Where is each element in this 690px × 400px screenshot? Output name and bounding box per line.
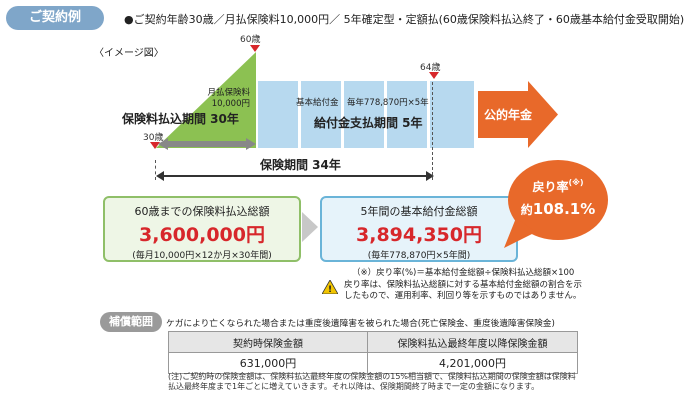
age-60-label: 60歳 [240, 35, 261, 45]
contract-conditions: ●ご契約年齢30歳／月払保険料10,000円／ 5年確定型・定額払(60歳保険料… [124, 13, 685, 26]
summary-arrow [302, 212, 318, 242]
return-rate-value: 108.1% [532, 200, 596, 218]
coverage-header-initial: 契約時保険金額 [168, 331, 368, 353]
benefit-total-title: 5年間の基本給付金総額 [360, 205, 478, 218]
warning-icon: ! [322, 280, 338, 294]
insurance-period-line-end [432, 82, 434, 180]
return-rate-explanation: 戻り率は、保険料払込総額に対する基本給付金総額の割合を示したもので、運用利率、利… [344, 280, 583, 301]
payment-period-arrow [158, 138, 256, 150]
premium-total-value: 3,600,000円 [139, 224, 265, 246]
benefit-block-1 [258, 81, 298, 148]
example-label: ご契約例 [6, 6, 104, 30]
benefit-total-box: 5年間の基本給付金総額 3,894,350円 (毎年778,870円×5年間) [320, 196, 518, 262]
pension-label: 公的年金 [484, 108, 533, 122]
return-rate-text: 戻り率(※) 約108.1% [512, 178, 604, 218]
coverage-label: 補償範囲 [100, 312, 162, 332]
coverage-value-final: 4,201,000円 [367, 352, 578, 374]
premium-triangle [156, 52, 256, 148]
benefit-block-2 [301, 81, 341, 148]
premium-total-note: (毎月10,000円×12か月×30年間) [132, 251, 272, 261]
coverage-description: ケガにより亡くなられた場合または重度後遺障害を被られた場合(死亡保険金、重度後遺… [166, 319, 555, 329]
benefit-total-value: 3,894,350円 [356, 224, 482, 246]
coverage-table-value-row: 631,000円 4,201,000円 [168, 352, 578, 374]
pension-arrow [478, 81, 558, 148]
monthly-premium-label: 月払保険料 [207, 88, 250, 98]
benefit-block-4 [387, 81, 427, 148]
return-rate-label: 戻り率 [532, 180, 569, 194]
benefit-blocks [258, 81, 474, 148]
coverage-footnote: (注)ご契約時の保険金額は、保険料払込最終年度の保険金額の15%相当額で、保険料… [168, 372, 576, 391]
premium-total-title: 60歳までの保険料払込総額 [134, 205, 270, 218]
age-64-label: 64歳 [420, 63, 441, 73]
coverage-table-header-row: 契約時保険金額 保険料払込最終年度以降保険金額 [168, 331, 578, 353]
benefit-total-note: (毎年778,870円×5年間) [367, 251, 471, 261]
insurance-period-label: 保険期間 34年 [256, 156, 345, 173]
age-30-label: 30歳 [143, 133, 164, 143]
premium-total-box: 60歳までの保険料払込総額 3,600,000円 (毎月10,000円×12か月… [103, 196, 301, 262]
coverage-header-final: 保険料払込最終年度以降保険金額 [367, 331, 578, 353]
coverage-value-initial: 631,000円 [168, 352, 368, 374]
return-rate-mark: (※) [568, 178, 584, 187]
return-rate-prefix: 約 [520, 203, 533, 217]
payment-period-label: 保険料払込期間 30年 [122, 112, 239, 126]
coverage-table: 契約時保険金額 保険料払込最終年度以降保険金額 631,000円 4,201,0… [168, 331, 578, 374]
benefit-block-5 [430, 81, 474, 148]
image-label: 〈イメージ図〉 [94, 48, 164, 59]
monthly-premium-value: 10,000円 [211, 99, 250, 109]
return-rate-formula: （※）戻り率(%)＝基本給付金総額÷保険料払込総額×100 [352, 268, 575, 278]
age-60-marker [250, 45, 260, 52]
basic-benefit-note: 基本給付金 毎年778,870円×5年 [296, 98, 429, 108]
return-rate-bubble [504, 160, 608, 248]
benefit-block-3 [344, 81, 384, 148]
age-30-marker [150, 142, 160, 149]
insurance-period-arrow [156, 171, 434, 181]
benefit-period-label: 給付金支払期間 5年 [314, 116, 423, 130]
age-64-marker [429, 72, 439, 79]
insurance-period-line [155, 160, 157, 180]
svg-text:!: ! [328, 285, 332, 294]
